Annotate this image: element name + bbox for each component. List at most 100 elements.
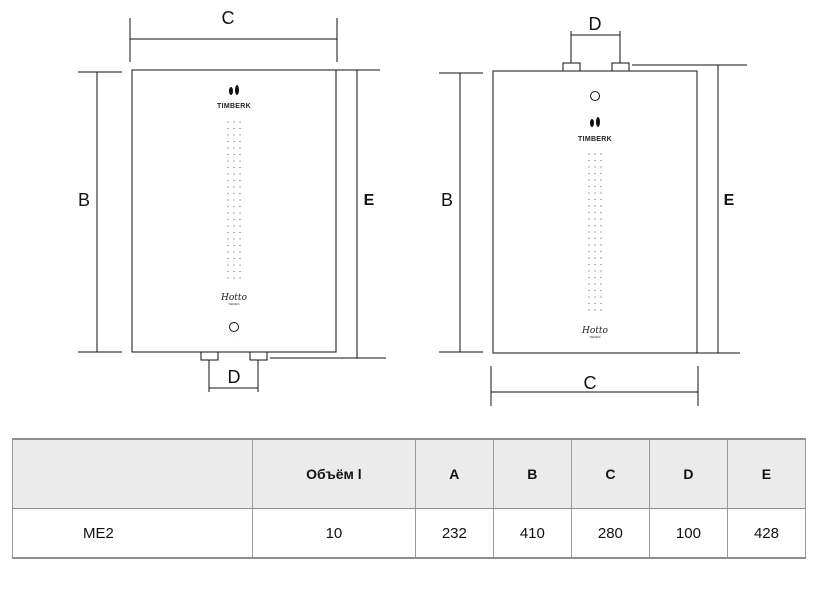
vent-dot	[594, 250, 596, 253]
front-brand-name: TIMBERK	[217, 103, 251, 110]
vent-dot	[588, 224, 590, 227]
vent-dot	[600, 237, 602, 240]
front-model-series: SERIES	[228, 302, 239, 306]
vent-dot	[588, 231, 590, 233]
vent-dot	[600, 192, 602, 194]
vent-dot	[588, 244, 590, 246]
vent-dot	[239, 153, 241, 156]
vent-dot	[239, 251, 241, 253]
cell-d: 100	[648, 508, 728, 559]
front-label-e: E	[364, 192, 375, 209]
vent-dot	[227, 231, 229, 234]
vent-dot	[233, 212, 235, 214]
vent-dot	[227, 160, 229, 162]
vent-dot	[233, 270, 235, 273]
vent-dot	[239, 192, 241, 195]
vent-dot	[594, 185, 596, 188]
vent-dot	[227, 199, 229, 201]
vent-dot	[233, 134, 235, 136]
rear-pipe-left	[562, 62, 581, 72]
vent-dot	[588, 192, 590, 194]
vent-dot	[233, 244, 235, 247]
vent-dot	[239, 212, 241, 214]
spec-header-row: Объём l A B C D E	[12, 438, 807, 509]
vent-dot	[600, 244, 602, 246]
vent-dot	[233, 238, 235, 240]
dimension-drawing: TIMBERK Hotto SERIES · C B E D TIMBERK	[78, 8, 747, 406]
table-row: ME2 10 232 410 280 100 428	[12, 508, 807, 559]
vent-dot	[227, 277, 229, 279]
cell-c: 280	[570, 508, 650, 559]
vent-dot	[600, 159, 602, 162]
vent-dot	[594, 289, 596, 292]
vent-dot	[233, 225, 235, 227]
vent-dot	[594, 257, 596, 259]
front-thermostat-knob	[229, 322, 239, 332]
vent-dot	[594, 172, 596, 175]
vent-dot	[600, 211, 602, 214]
vent-dot	[227, 134, 229, 136]
vent-dot	[233, 264, 235, 266]
vent-dot	[239, 166, 241, 169]
vent-dot	[594, 205, 596, 207]
front-brand-logo	[229, 85, 239, 95]
front-vent-dots	[227, 121, 241, 279]
vent-dot	[600, 231, 602, 233]
cell-model: ME2	[12, 508, 253, 559]
vent-dot	[233, 140, 235, 143]
vent-dot	[594, 159, 596, 162]
vent-dot	[594, 237, 596, 240]
vent-dot	[600, 179, 602, 181]
rear-model-series: SERIES	[589, 335, 600, 339]
vent-dot	[600, 283, 602, 285]
vent-dot	[233, 127, 235, 130]
rear-label-d: D	[589, 14, 602, 34]
vent-dot	[600, 257, 602, 259]
vent-dot	[227, 127, 229, 130]
vent-dot	[227, 264, 229, 266]
vent-dot	[594, 218, 596, 220]
vent-dot	[239, 257, 241, 260]
vent-dot	[227, 205, 229, 208]
vent-dot	[588, 296, 590, 298]
vent-dot	[239, 218, 241, 221]
vent-dot	[239, 199, 241, 201]
vent-dot	[233, 277, 235, 279]
front-heater-body	[131, 69, 337, 353]
vent-dot	[594, 153, 596, 155]
header-cell-b: B	[492, 438, 572, 509]
rear-label-e: E	[724, 192, 735, 209]
vent-dot	[227, 147, 229, 149]
vent-dot	[233, 257, 235, 260]
vent-dot	[594, 244, 596, 246]
vent-dot	[239, 238, 241, 240]
vent-dot	[588, 289, 590, 292]
vent-dot	[233, 173, 235, 175]
vent-dot	[239, 186, 241, 188]
vent-dot	[227, 257, 229, 260]
front-label-c: C	[222, 8, 235, 28]
vent-dot	[233, 166, 235, 169]
vent-dot	[227, 186, 229, 188]
vent-dot	[588, 270, 590, 272]
vent-dot	[600, 205, 602, 207]
vent-dot	[594, 276, 596, 279]
front-label-d: D	[228, 367, 241, 387]
vent-dot	[588, 153, 590, 155]
vent-dot	[233, 231, 235, 234]
front-pipe-left	[200, 351, 219, 361]
vent-dot	[227, 251, 229, 253]
vent-dot	[600, 250, 602, 253]
cell-e: 428	[726, 508, 807, 559]
vent-dot	[594, 302, 596, 305]
vent-dot	[227, 270, 229, 273]
vent-dot	[227, 179, 229, 182]
vent-dot	[588, 237, 590, 240]
vent-dot	[588, 211, 590, 214]
vent-dot	[594, 263, 596, 266]
rear-label-c: C	[584, 373, 597, 393]
rear-brand-name: TIMBERK	[578, 136, 612, 143]
vent-dot	[588, 159, 590, 162]
vent-dot	[227, 212, 229, 214]
vent-dot	[227, 238, 229, 240]
